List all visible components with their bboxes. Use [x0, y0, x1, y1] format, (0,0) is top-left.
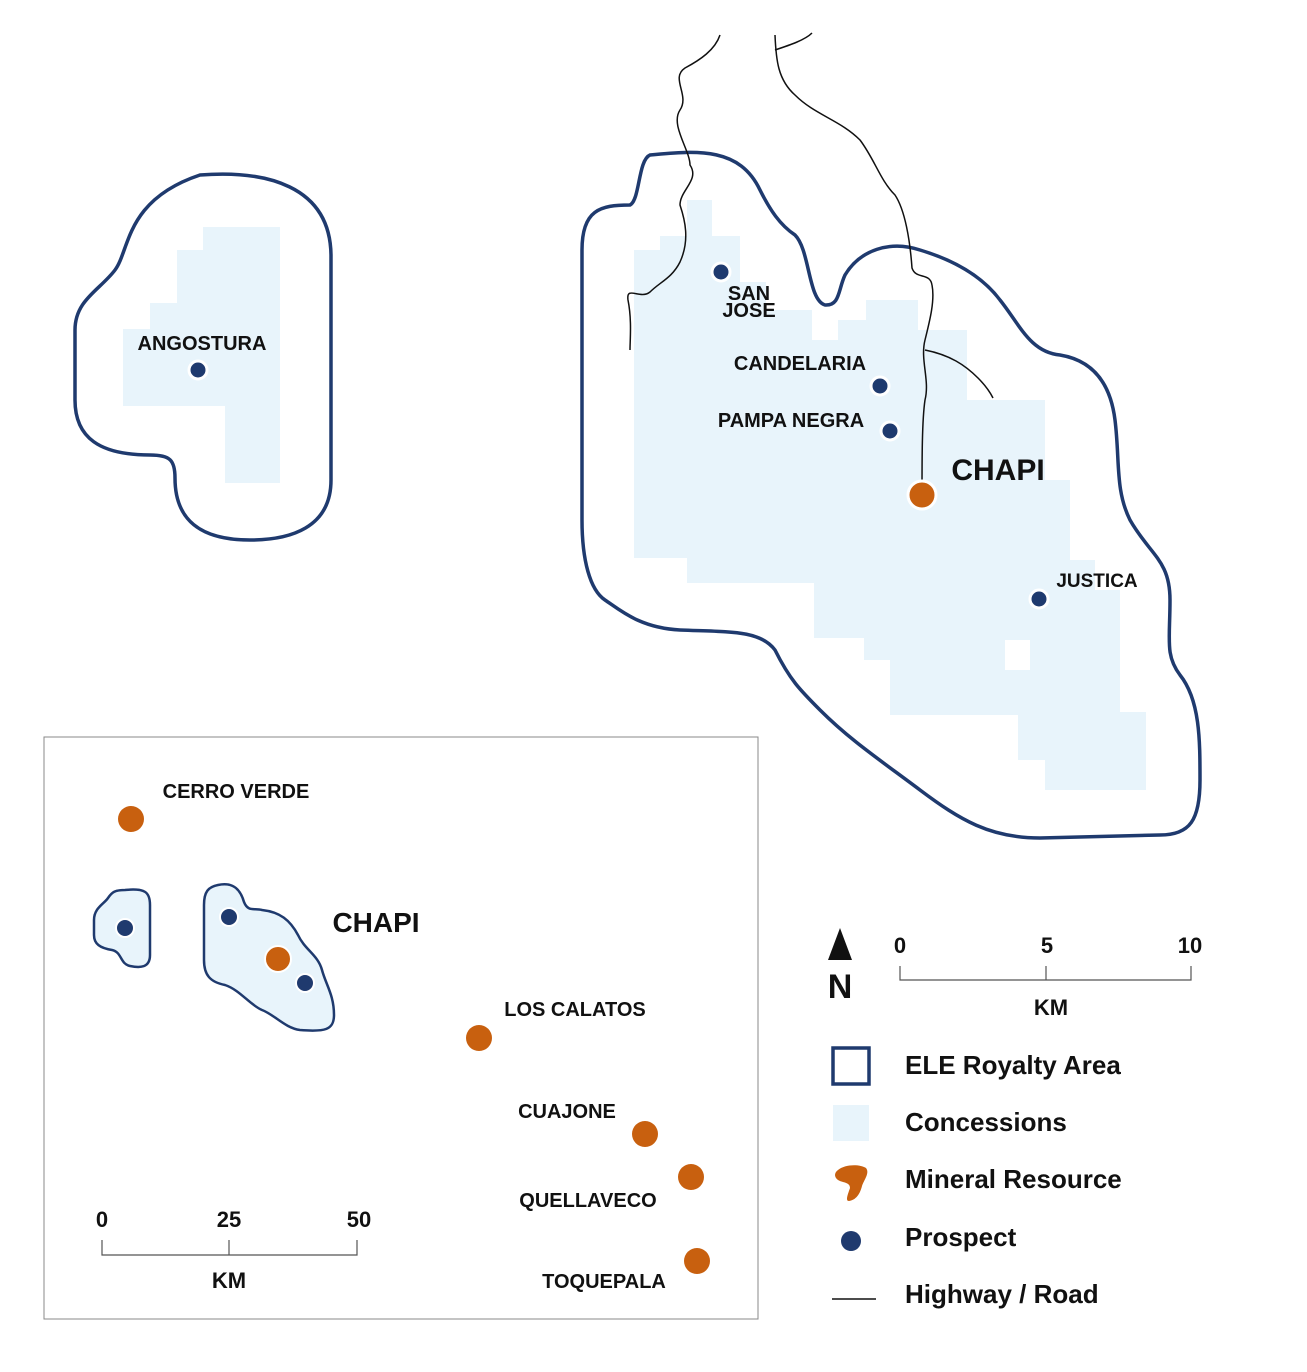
inset-mineral-chapi — [264, 945, 292, 973]
label-justica: JUSTICA — [1056, 571, 1138, 592]
north-arrow-icon — [828, 928, 852, 960]
inset-scale-unit: KM — [212, 1268, 246, 1293]
inset-scale-tick-0: 0 — [96, 1207, 108, 1232]
label-candelaria: CANDELARIA — [734, 353, 866, 375]
chapi-concession — [634, 200, 1146, 790]
main-prospects — [187, 261, 1050, 610]
label-chapi-inset: CHAPI — [332, 907, 419, 938]
label-san: SAN — [728, 283, 770, 305]
square-outline-icon — [831, 1046, 871, 1086]
angostura-royalty-outline — [73, 172, 333, 542]
scale-unit: KM — [1034, 995, 1068, 1020]
mine-quellaveco — [678, 1164, 704, 1190]
angostura-concession — [123, 227, 280, 483]
inset-prospect-angostura — [115, 918, 135, 938]
inset-scale-tick-25: 25 — [217, 1207, 241, 1232]
road-east — [924, 349, 994, 399]
label-pampa-negra: PAMPA NEGRA — [718, 410, 864, 432]
prospect-candelaria — [869, 375, 891, 397]
orange-blob-icon — [835, 1165, 868, 1201]
inset-scale-bar — [101, 1240, 358, 1256]
inset-prospect-san-jose — [219, 907, 239, 927]
angostura-area — [73, 172, 333, 542]
mine-cuajone — [632, 1121, 658, 1147]
road-center — [774, 34, 934, 496]
inset-map: CERRO VERDE CHAPI LOS CALATOS CUAJONE QU… — [43, 736, 759, 1320]
legend-mineral-resource: Mineral Resource — [905, 1164, 1122, 1194]
north-label: N — [828, 968, 853, 1006]
chapi-area — [580, 150, 1202, 840]
blue-dot-icon — [841, 1231, 861, 1251]
label-cerro-verde: CERRO VERDE — [163, 781, 310, 803]
light-blue-square-icon — [833, 1105, 869, 1141]
scale-bar-line — [899, 966, 1192, 981]
mine-cerro-verde — [118, 806, 144, 832]
north-arrow: N — [828, 928, 853, 1006]
mine-toquepala — [684, 1248, 710, 1274]
legend-concessions: Concessions — [905, 1107, 1067, 1137]
inset-scale-tick-50: 50 — [347, 1207, 371, 1232]
chapi-concession-gap — [1005, 640, 1030, 670]
legend: ELE Royalty Area Concessions Mineral Res… — [831, 1046, 1122, 1309]
scale-tick-0: 0 — [894, 933, 906, 958]
roads — [627, 32, 994, 496]
road-north — [774, 32, 813, 51]
scale-tick-10: 10 — [1178, 933, 1202, 958]
label-jose: JOSE — [722, 300, 775, 322]
chapi-royalty-outline — [580, 150, 1202, 840]
legend-royalty-area: ELE Royalty Area — [905, 1050, 1121, 1080]
label-los-calatos: LOS CALATOS — [504, 999, 645, 1021]
inset-prospect-justica — [295, 973, 315, 993]
prospect-justica — [1028, 588, 1050, 610]
mineral-resource-chapi — [906, 479, 938, 511]
scale-bar: 0 5 10 KM — [894, 933, 1202, 1020]
legend-highway-road: Highway / Road — [905, 1279, 1099, 1309]
label-toquepala: TOQUEPALA — [542, 1271, 666, 1293]
label-chapi-main: CHAPI — [951, 454, 1044, 487]
prospect-angostura — [187, 359, 209, 381]
prospect-pampa-negra — [879, 420, 901, 442]
label-cuajone: CUAJONE — [518, 1101, 616, 1123]
road-west — [627, 34, 721, 351]
main-labels: ANGOSTURA SAN JOSE CANDELARIA PAMPA NEGR… — [138, 283, 1138, 592]
mine-los-calatos — [466, 1025, 492, 1051]
label-quellaveco: QUELLAVECO — [519, 1190, 656, 1212]
prospect-san-jose — [710, 261, 732, 283]
label-angostura: ANGOSTURA — [138, 333, 267, 355]
scale-tick-5: 5 — [1041, 933, 1053, 958]
legend-prospect: Prospect — [905, 1222, 1017, 1252]
inset-frame — [43, 736, 759, 1320]
